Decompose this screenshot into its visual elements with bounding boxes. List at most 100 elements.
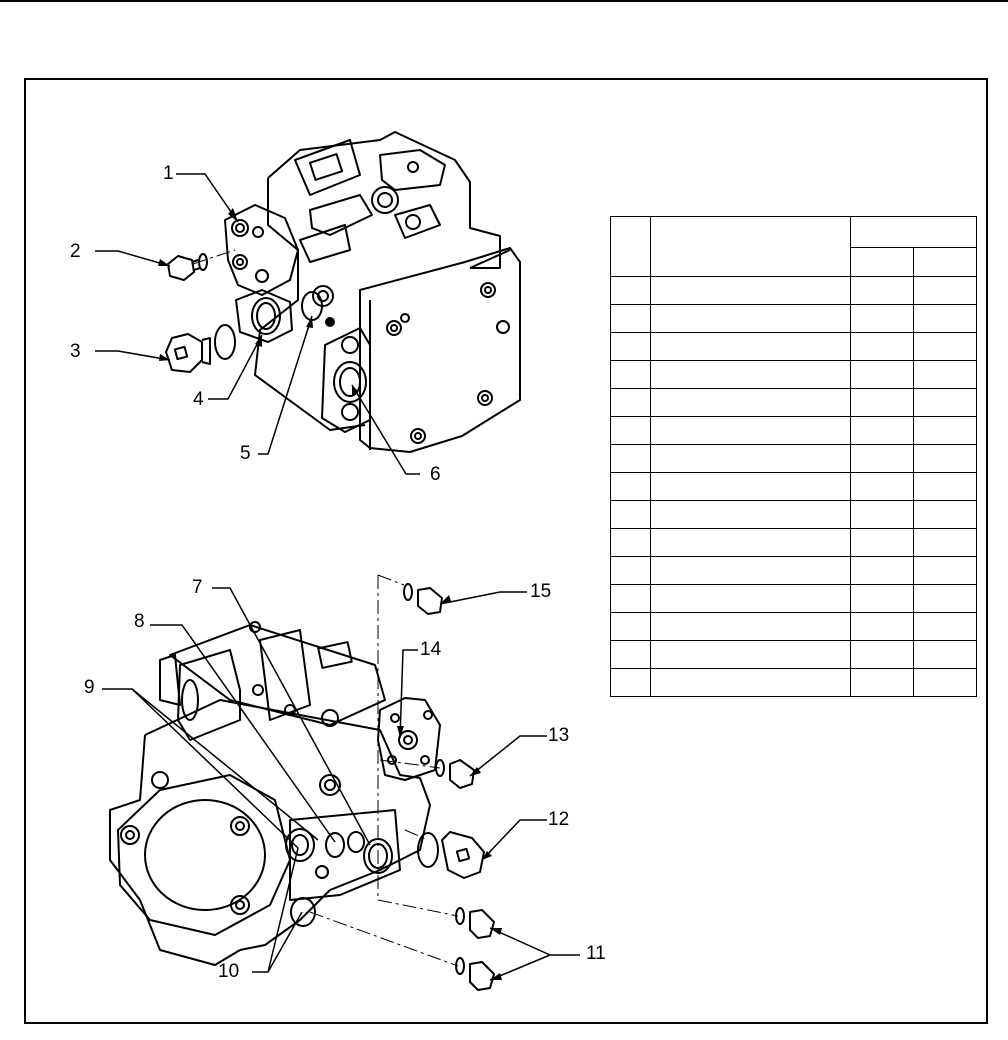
table-row — [610, 528, 977, 557]
callout-3: 3 — [70, 341, 81, 362]
table-cell — [850, 304, 914, 333]
table-row — [610, 332, 977, 361]
callout-7: 7 — [192, 577, 203, 598]
table-cell — [610, 444, 651, 473]
callout-6: 6 — [430, 464, 441, 485]
table-cell — [610, 388, 651, 417]
table-row — [610, 416, 977, 445]
assembly-lines — [192, 249, 459, 967]
callout-9: 9 — [84, 677, 95, 698]
table-row — [610, 304, 977, 333]
table-cell — [650, 276, 851, 305]
table-cell — [913, 668, 977, 697]
lower-pump-drawing — [109, 583, 495, 991]
table-cell — [650, 528, 851, 557]
upper-pump-drawing — [165, 131, 521, 453]
callout-11: 11 — [586, 943, 606, 964]
table-row — [610, 640, 977, 669]
table-row — [610, 472, 977, 501]
table-cell — [610, 640, 651, 669]
table-cell — [850, 360, 914, 389]
callout-8: 8 — [134, 611, 145, 632]
callout-10: 10 — [218, 961, 240, 982]
callout-5: 5 — [240, 443, 251, 464]
table-cell — [610, 528, 651, 557]
table-cell — [650, 472, 851, 501]
header-group — [850, 216, 977, 248]
leader-lines — [95, 173, 580, 981]
table-cell — [650, 556, 851, 585]
table-cell — [850, 500, 914, 529]
table-row — [610, 444, 977, 473]
table-cell — [913, 416, 977, 445]
table-cell — [650, 416, 851, 445]
table-cell — [650, 388, 851, 417]
table-cell — [850, 612, 914, 641]
table-cell — [913, 388, 977, 417]
table-cell — [913, 360, 977, 389]
table-cell — [650, 640, 851, 669]
spec-table — [610, 216, 977, 697]
table-cell — [610, 332, 651, 361]
table-cell — [650, 332, 851, 361]
callout-4: 4 — [193, 389, 204, 410]
table-cell — [850, 444, 914, 473]
callout-15: 15 — [530, 581, 552, 602]
callout-14: 14 — [420, 639, 442, 660]
table-cell — [913, 332, 977, 361]
callout-13: 13 — [548, 725, 570, 746]
table-cell — [610, 360, 651, 389]
table-cell — [650, 360, 851, 389]
table-cell — [913, 556, 977, 585]
table-row — [610, 612, 977, 641]
table-cell — [610, 276, 651, 305]
table-row — [610, 360, 977, 389]
table-cell — [650, 668, 851, 697]
table-cell — [650, 304, 851, 333]
table-cell — [913, 276, 977, 305]
table-cell — [850, 332, 914, 361]
callout-1: 1 — [163, 163, 174, 184]
table-cell — [913, 444, 977, 473]
table-cell — [610, 500, 651, 529]
figure-frame — [24, 78, 988, 1024]
table-cell — [913, 500, 977, 529]
table-cell — [650, 500, 851, 529]
table-cell — [610, 472, 651, 501]
table-cell — [610, 556, 651, 585]
table-cell — [850, 584, 914, 613]
callout-2: 2 — [70, 241, 81, 262]
table-cell — [850, 416, 914, 445]
table-cell — [650, 612, 851, 641]
callout-12: 12 — [548, 809, 570, 830]
table-cell — [650, 584, 851, 613]
table-row — [610, 388, 977, 417]
table-row — [610, 668, 977, 697]
header-sub-1 — [850, 247, 914, 277]
table-row — [610, 500, 977, 529]
table-cell — [850, 556, 914, 585]
table-row — [610, 276, 977, 305]
table-cell — [850, 276, 914, 305]
table-row — [610, 556, 977, 585]
table-cell — [850, 472, 914, 501]
table-cell — [610, 584, 651, 613]
top-rule — [0, 0, 1008, 2]
table-cell — [850, 640, 914, 669]
table-cell — [610, 612, 651, 641]
table-cell — [913, 584, 977, 613]
table-cell — [650, 444, 851, 473]
leader-arrowheads — [158, 208, 502, 980]
table-cell — [850, 388, 914, 417]
header-item — [610, 216, 651, 277]
table-cell — [850, 528, 914, 557]
table-cell — [850, 668, 914, 697]
header-description — [650, 216, 851, 277]
table-cell — [913, 612, 977, 641]
table-cell — [610, 304, 651, 333]
table-cell — [913, 304, 977, 333]
table-cell — [610, 668, 651, 697]
table-cell — [913, 640, 977, 669]
table-cell — [610, 416, 651, 445]
